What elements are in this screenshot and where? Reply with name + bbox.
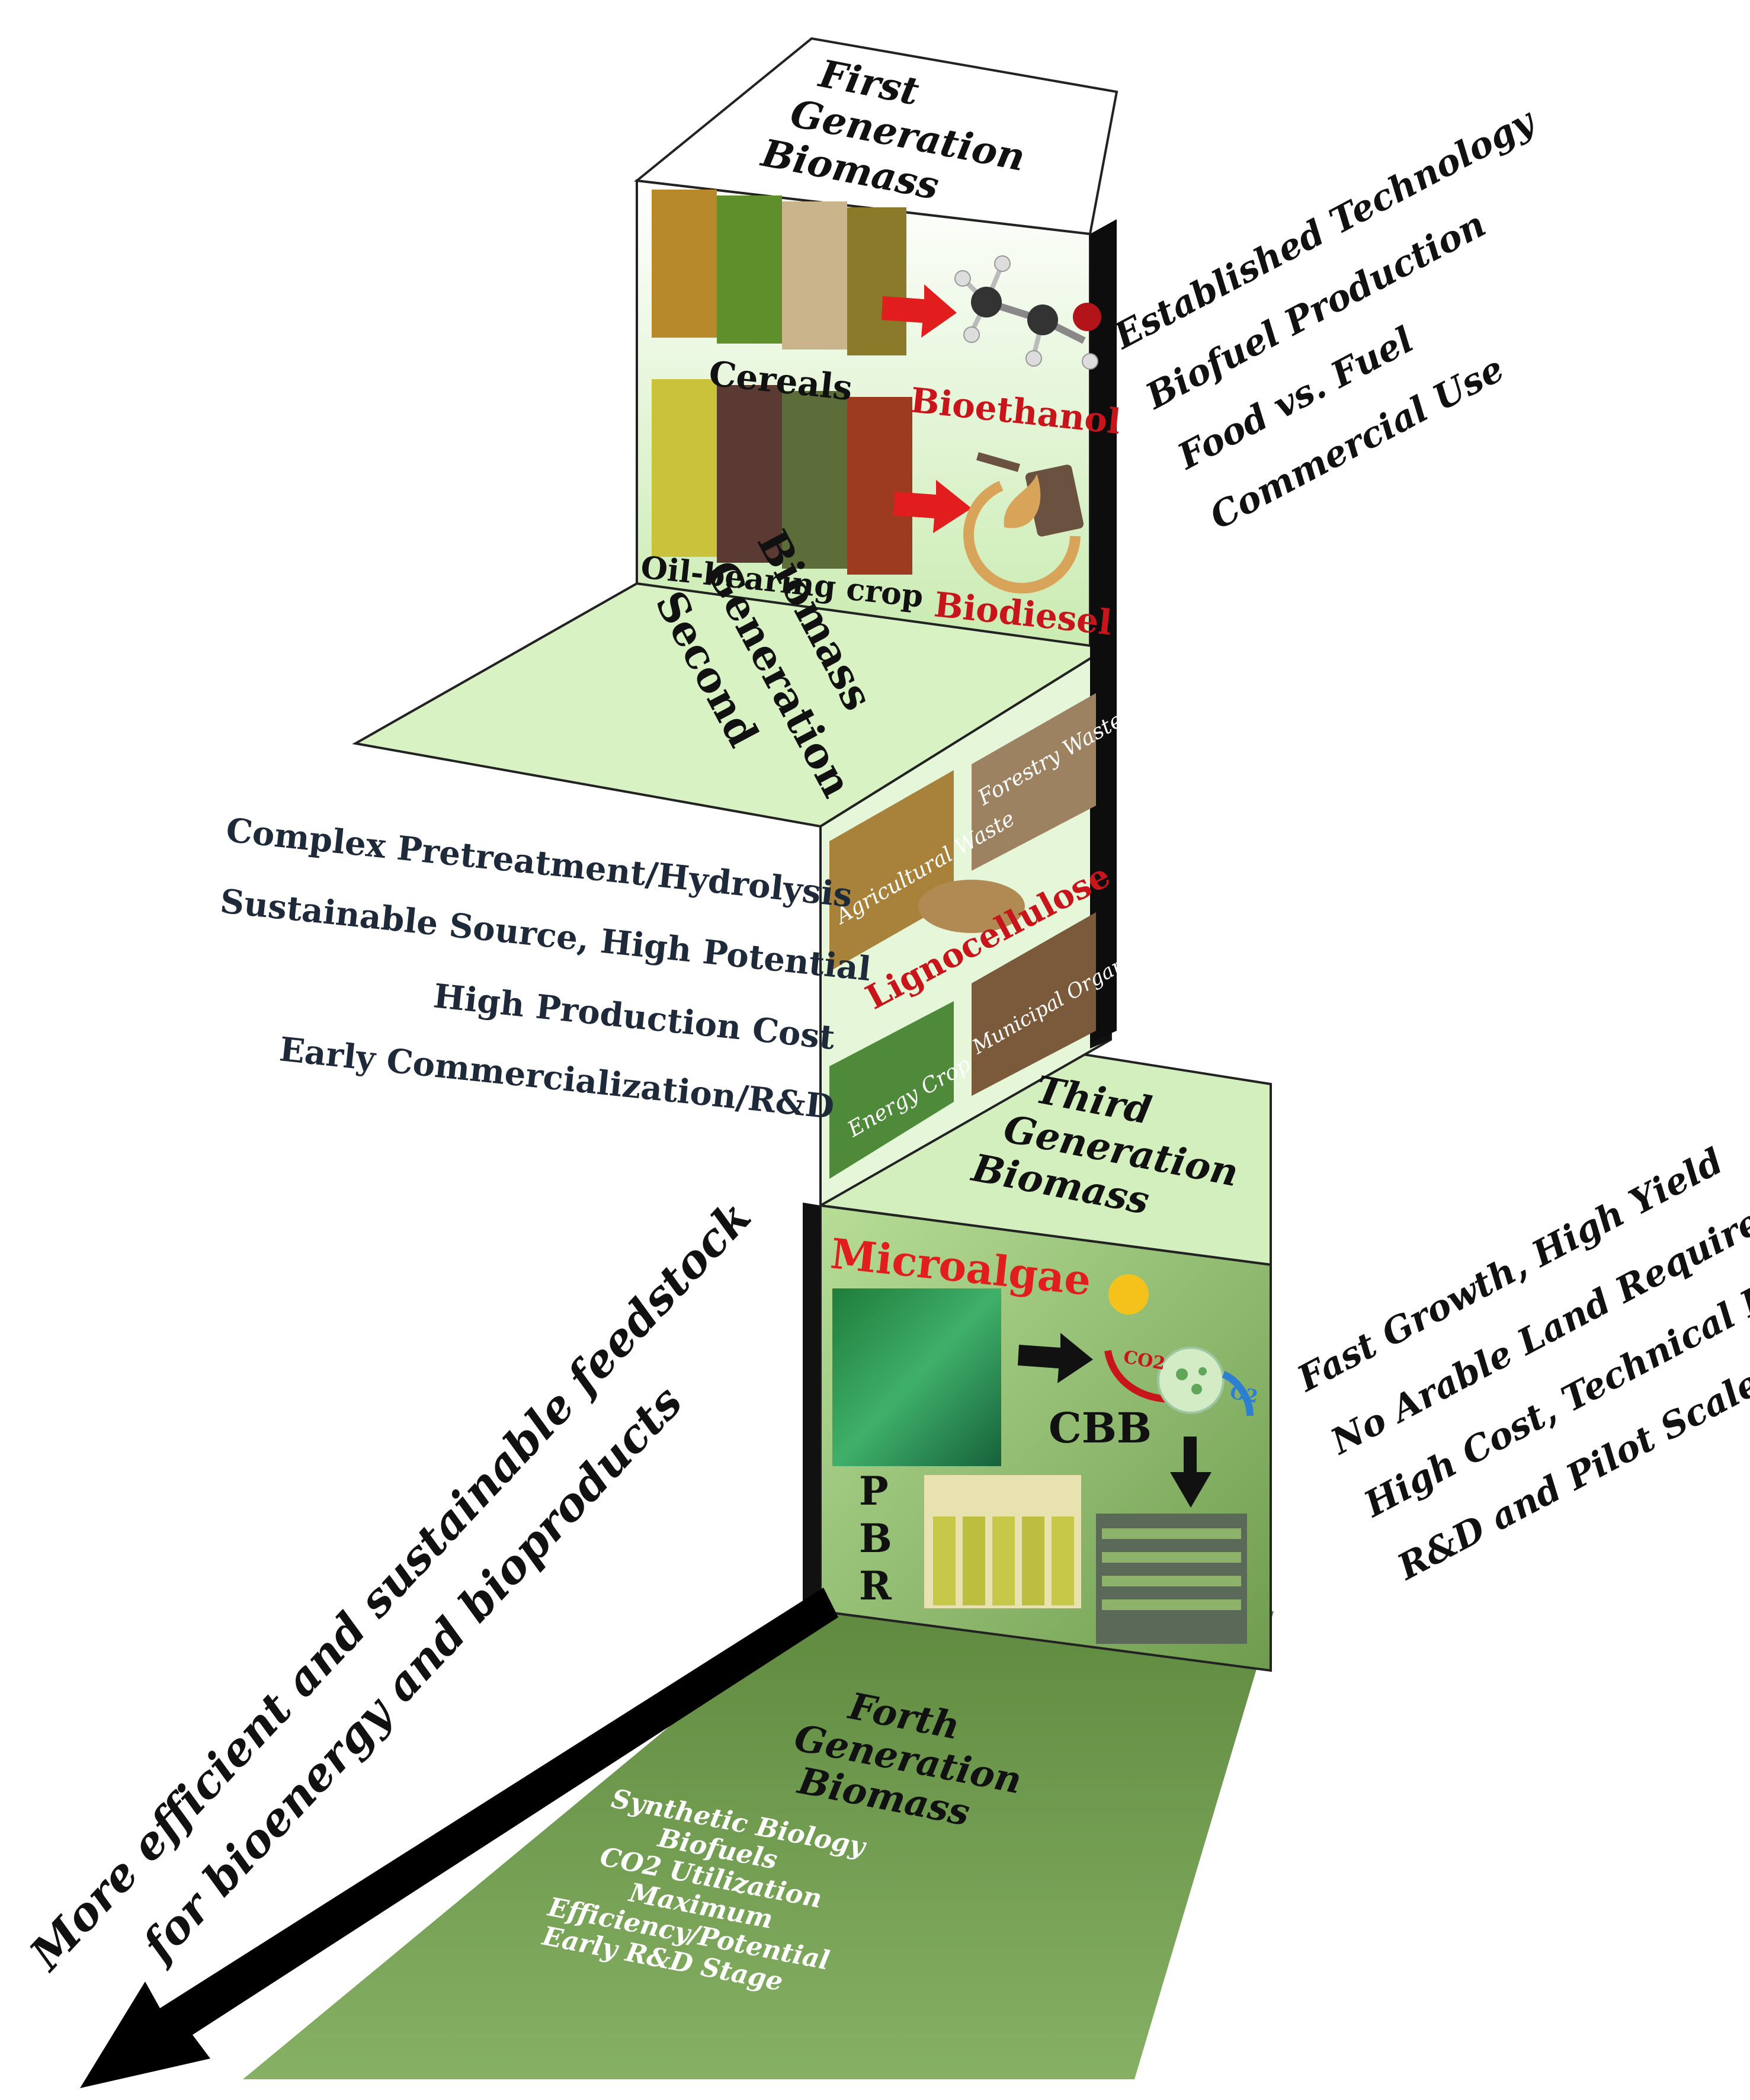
third-gen-features: Fast Growth, High Yield No Arable Land R… bbox=[1290, 1140, 1750, 1589]
ethanol-molecule-icon bbox=[954, 255, 1101, 370]
microalgae-photo bbox=[832, 1288, 1001, 1466]
second-gen-feature-3: High Production Cost bbox=[432, 976, 837, 1057]
arrow-to-cbb-icon bbox=[1018, 1333, 1093, 1383]
pbr-letter-p: P bbox=[859, 1468, 889, 1514]
arrow-to-biodiesel-icon bbox=[893, 480, 972, 533]
third-gen-side-shadow bbox=[803, 1203, 820, 1611]
pbr-facility-photo bbox=[1096, 1514, 1247, 1644]
arrow-to-bioethanol-icon bbox=[882, 284, 957, 338]
o2-label: O2 bbox=[1229, 1382, 1259, 1408]
pbr-letter-b: B bbox=[859, 1515, 892, 1562]
third-gen-title: Third Generation Biomass bbox=[967, 1067, 1242, 1223]
oil-crop-photos bbox=[652, 379, 912, 575]
first-gen-side-face bbox=[1090, 219, 1117, 1043]
cereal-photos bbox=[652, 190, 906, 355]
photosynthesis-icon bbox=[1104, 1274, 1254, 1416]
pbr-photo bbox=[924, 1475, 1081, 1608]
fuel-pump-leaf-icon bbox=[963, 452, 1084, 594]
cbb-label: CBB bbox=[1049, 1403, 1152, 1453]
second-gen-features: Complex Pretreatment/Hydrolysis Sustaina… bbox=[219, 810, 873, 1127]
arrow-down-to-pbr-icon bbox=[1184, 1437, 1197, 1475]
first-gen-features: Established Technology Biofuel Productio… bbox=[1106, 100, 1543, 538]
lignocellulose-tiles bbox=[829, 693, 1096, 1179]
pbr-letter-r: R bbox=[859, 1563, 892, 1609]
fourth-gen-floor bbox=[243, 1611, 1274, 2079]
arrow-down-to-pbr-head bbox=[1170, 1472, 1211, 1508]
pbr-letters: P B R bbox=[859, 1468, 892, 1609]
first-gen-title: First Generation Biomass bbox=[757, 52, 1028, 209]
efficiency-direction-arrow bbox=[80, 1588, 838, 2088]
